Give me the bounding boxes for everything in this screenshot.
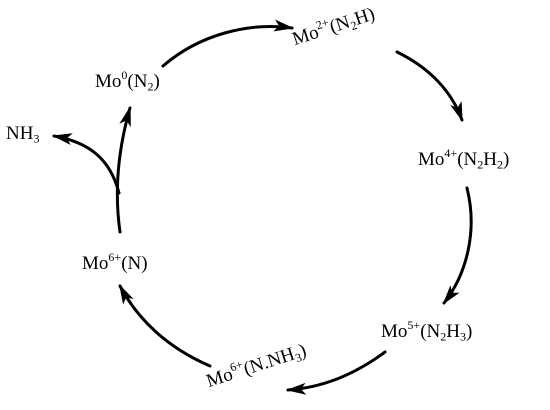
subscript: 2	[147, 79, 154, 94]
subscript: 3	[33, 131, 40, 146]
oxidation-state: 0	[121, 68, 128, 83]
ligand-label: (N2H3)	[420, 321, 473, 344]
oxidation-state: 6+	[108, 250, 122, 265]
oxidation-state: 4+	[444, 146, 458, 161]
element-label: Mo	[95, 71, 122, 92]
formula-label: NH3	[6, 123, 40, 146]
arrow-mo5-to-mo6nnh3	[286, 350, 387, 395]
element-label: Mo	[381, 321, 408, 342]
subscript: 3	[459, 329, 466, 344]
subscript: 2	[440, 329, 447, 344]
species-mo5-n2h3: Mo5+(N2H3)	[381, 319, 473, 344]
species-mo6-n: Mo6+(N)	[82, 251, 148, 274]
arrow-mo6nnh3-to-mo6n	[118, 284, 212, 368]
arrow-nh3-release	[52, 133, 121, 195]
subscript: 3	[293, 350, 304, 366]
species-mo4-n2h2: Mo4+(N2H2)	[418, 147, 510, 172]
oxidation-state: 5+	[407, 318, 421, 333]
subscript: 2	[496, 157, 503, 172]
subscript: 2	[348, 17, 359, 34]
species-mo0-n2: Mo0(N2)	[95, 69, 160, 94]
ligand-label: (N2)	[127, 71, 160, 94]
arrow-mo6n-to-mo0	[115, 106, 132, 234]
element-label: Mo	[82, 253, 109, 274]
arrow-mo2-to-mo4	[395, 50, 464, 122]
arrow-mo4-to-mo5	[442, 186, 473, 305]
arrow-mo0-to-mo2	[161, 19, 294, 68]
ligand-label: (N)	[121, 253, 148, 274]
subscript: 2	[477, 157, 484, 172]
element-label: Mo	[418, 149, 445, 170]
byproduct-nh3: NH3	[6, 123, 40, 146]
ligand-label: (N2H2)	[457, 149, 510, 172]
